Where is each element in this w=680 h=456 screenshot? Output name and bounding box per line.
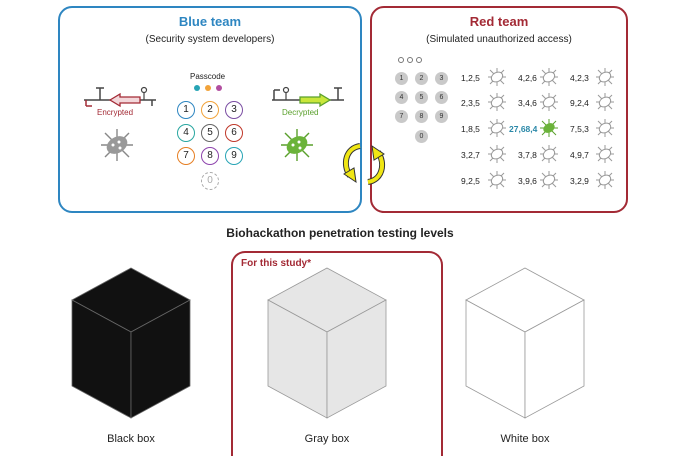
combo-attempt: 7,5,3 [570, 124, 589, 134]
keypad-key-5[interactable]: 5 [201, 124, 219, 142]
keypad-key-9[interactable]: 9 [225, 147, 243, 165]
bacteria-grid-icons [487, 67, 615, 190]
empty-passcode-dot-3 [416, 57, 422, 63]
white-box-cube [465, 267, 585, 419]
gray-key-7: 7 [395, 110, 408, 123]
combo-attempt: 1,8,5 [461, 124, 480, 134]
gray-key-4: 4 [395, 91, 408, 104]
keypad-key-7[interactable]: 7 [177, 147, 195, 165]
passcode-dot-3 [216, 85, 222, 91]
combo-attempt: 4,9,7 [570, 150, 589, 160]
keypad-key-8[interactable]: 8 [201, 147, 219, 165]
bacterium-green-icon [281, 129, 313, 161]
decrypted-construct-icon [272, 86, 344, 108]
gray-key-6: 6 [435, 91, 448, 104]
passcode-dot-2 [205, 85, 211, 91]
red-team-title: Red team [469, 14, 529, 29]
gray-key-8: 8 [415, 110, 428, 123]
combo-attempt: 3,2,9 [570, 176, 589, 186]
blue-team-title: Blue team [178, 14, 242, 29]
black-box-label: Black box [107, 433, 155, 445]
cycle-arrows-icon [342, 143, 386, 185]
blue-team-subtitle: (Security system developers) [145, 34, 275, 45]
gray-key-2: 2 [415, 72, 428, 85]
passcode-dot-1 [194, 85, 200, 91]
decrypted-label: Decrypted [282, 108, 319, 117]
red-team-subtitle: (Simulated unauthorized access) [426, 34, 572, 45]
gray-key-0: 0 [415, 130, 428, 143]
red-team-panel [370, 6, 628, 213]
white-box-label: White box [500, 433, 550, 445]
gray-key-9: 9 [435, 110, 448, 123]
combo-attempt: 4,2,3 [570, 73, 589, 83]
keypad-key-1[interactable]: 1 [177, 101, 195, 119]
combo-attempt: 9,2,4 [570, 98, 589, 108]
gray-key-5: 5 [415, 91, 428, 104]
keypad-key-6[interactable]: 6 [225, 124, 243, 142]
study-label: For this study* [241, 258, 312, 269]
blue-team-panel [58, 6, 362, 213]
combo-attempt: 1,2,5 [461, 73, 480, 83]
encrypted-construct-icon [84, 86, 156, 108]
keypad-key-0[interactable]: 0 [201, 172, 219, 190]
empty-passcode-dot-2 [407, 57, 413, 63]
gray-box-cube [267, 267, 387, 419]
keypad-key-3[interactable]: 3 [225, 101, 243, 119]
bacterium-gray-icon [101, 129, 133, 161]
combo-attempt: 2,3,5 [461, 98, 480, 108]
gray-key-3: 3 [435, 72, 448, 85]
combo-attempt: 9,2,5 [461, 176, 480, 186]
combo-attempt: 3,7,8 [518, 150, 537, 160]
encrypted-label: Encrypted [97, 108, 134, 117]
passcode-label: Passcode [190, 72, 226, 81]
combo-attempt: 3,2,7 [461, 150, 480, 160]
gray-box-label: Gray box [304, 433, 350, 445]
keypad-key-4[interactable]: 4 [177, 124, 195, 142]
black-box-cube [71, 267, 191, 419]
combo-attempt: 3,9,6 [518, 176, 537, 186]
combo-success: 27,68,4 [509, 124, 538, 134]
section-title: Biohackathon penetration testing levels [226, 226, 454, 240]
study-highlight-panel [231, 251, 443, 456]
gray-key-1: 1 [395, 72, 408, 85]
combo-attempt: 4,2,6 [518, 73, 537, 83]
combo-attempt: 3,4,6 [518, 98, 537, 108]
keypad-key-2[interactable]: 2 [201, 101, 219, 119]
empty-passcode-dot-1 [398, 57, 404, 63]
